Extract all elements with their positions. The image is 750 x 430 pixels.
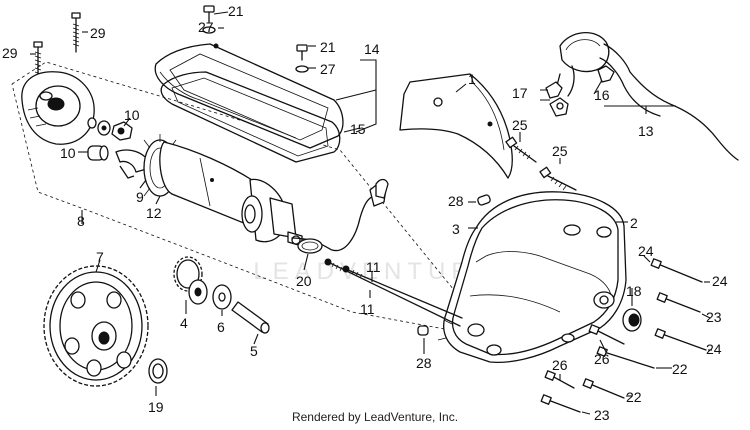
callout-29-right: 29 (90, 25, 106, 41)
brush-holder (115, 149, 151, 179)
callout-29-left: 29 (2, 45, 18, 61)
callout-numbers: 1 2 3 4 5 6 7 8 9 10 10 11 11 12 13 14 1… (2, 3, 728, 423)
callout-14: 14 (364, 41, 380, 57)
oil-seal-18 (622, 308, 642, 332)
bushing-10-upper (111, 121, 133, 141)
washer-6 (212, 284, 232, 310)
callout-3: 3 (452, 221, 460, 237)
cover-plate (154, 43, 344, 149)
washer-27-right (295, 65, 309, 73)
screw-21-right (296, 44, 308, 61)
callout-11-lower: 11 (360, 301, 375, 317)
callout-27-top: 27 (198, 19, 214, 35)
dowel-pin-28-lower (417, 325, 429, 336)
callout-22-upper: 22 (672, 361, 688, 377)
callout-21-right: 21 (320, 39, 336, 55)
callout-26-left: 26 (552, 357, 568, 373)
callout-22-lower: 22 (626, 389, 642, 405)
callout-24-lower: 24 (706, 341, 722, 357)
bolt-29-left (33, 41, 43, 79)
cover-gasket (160, 71, 341, 163)
long-bolt-11-lower (324, 258, 461, 327)
callout-17: 17 (512, 85, 528, 101)
callout-18: 18 (626, 283, 642, 299)
credit-caption: Rendered by LeadVenture, Inc. (291, 410, 459, 424)
callout-5: 5 (250, 343, 258, 359)
shaft-5 (231, 301, 270, 334)
callout-6: 6 (217, 319, 225, 335)
callout-21-top: 21 (228, 3, 244, 19)
bolt-25-lower (539, 166, 577, 191)
dowel-pin-28-upper (477, 194, 491, 206)
cover-bolts (540, 258, 707, 413)
callout-16: 16 (594, 87, 610, 103)
brush-washers (87, 117, 111, 136)
leader-lines (30, 11, 712, 415)
callout-12: 12 (146, 205, 162, 221)
callout-15: 15 (350, 121, 366, 137)
callout-28-lower: 28 (416, 355, 432, 371)
oil-seal-19 (148, 358, 168, 384)
callout-10-upper: 10 (124, 107, 140, 123)
callout-20: 20 (296, 273, 312, 289)
wire-harness (545, 32, 739, 161)
bolt-29-right (71, 12, 81, 53)
bushing-10-lower (87, 145, 109, 161)
callout-7: 7 (96, 249, 104, 265)
idle-gear (173, 256, 208, 305)
callout-26-right: 26 (594, 351, 610, 367)
callout-27-right: 27 (320, 61, 336, 77)
callout-2: 2 (630, 215, 638, 231)
o-ring (297, 238, 323, 254)
callout-1: 1 (468, 71, 476, 87)
callout-25-upper: 25 (512, 117, 528, 133)
washer-27-top (202, 26, 216, 34)
callout-10-lower: 10 (60, 145, 76, 161)
callout-24-top: 24 (638, 243, 654, 259)
callout-28-upper: 28 (448, 193, 464, 209)
callout-13: 13 (638, 123, 654, 139)
callout-8: 8 (77, 213, 85, 229)
assembly-boundary (11, 61, 481, 331)
starter-end-cover (21, 71, 95, 145)
side-shield (399, 73, 513, 179)
callout-11-upper: 11 (366, 259, 381, 275)
starter-motor (143, 134, 303, 247)
callout-4: 4 (180, 315, 188, 331)
callout-25-lower: 25 (552, 143, 568, 159)
callout-24-right: 24 (712, 273, 728, 289)
starter-driven-gear (43, 265, 149, 387)
callout-9: 9 (136, 189, 144, 205)
screw-21-top (203, 5, 215, 23)
left-crankcase-cover (437, 191, 627, 364)
callout-23-upper: 23 (706, 309, 722, 325)
callout-23-lower: 23 (594, 407, 610, 423)
bolt-25-upper (505, 136, 537, 163)
callout-19: 19 (148, 399, 164, 415)
